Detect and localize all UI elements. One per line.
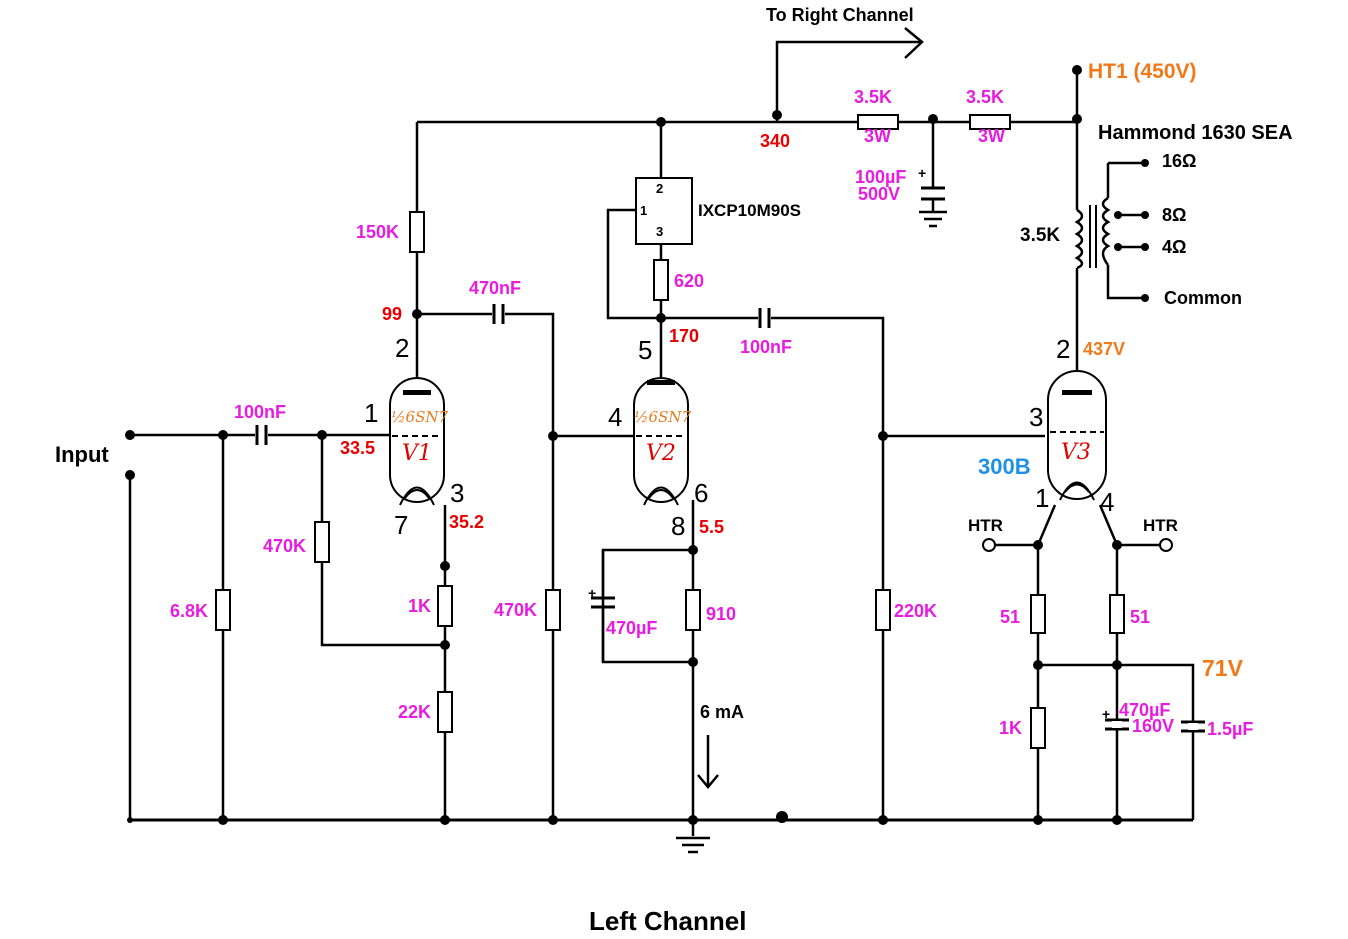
- v2-pin-8: 8: [671, 511, 685, 541]
- resistor-3k5-a: [857, 114, 899, 130]
- label-r-ccs: 620: [674, 271, 704, 291]
- tube-v1: [389, 377, 445, 506]
- htr-terminal-right: [1159, 538, 1173, 552]
- ccs-pin-2: 2: [656, 181, 663, 196]
- v2-pin-4: 4: [608, 402, 622, 432]
- tube-v3: [1047, 370, 1107, 501]
- resistor-910: [685, 589, 701, 631]
- label-r-cath-v2: 910: [706, 604, 736, 624]
- v2-label: V2: [646, 441, 676, 466]
- v2-cathode-voltage: 5.5: [699, 517, 724, 537]
- output-transformer: [1074, 196, 1111, 270]
- label-ccs: IXCP10M90S: [698, 201, 801, 220]
- resistor-22k: [437, 691, 453, 733]
- label-r-grid-v1: 470K: [263, 536, 306, 556]
- v1-pin-3: 3: [450, 478, 464, 508]
- label-r-plate-v1: 150K: [356, 222, 399, 242]
- label-htr-left: HTR: [968, 516, 1003, 535]
- resistor-51-right: [1109, 594, 1125, 634]
- label-r-fb: 22K: [398, 702, 431, 722]
- resistor-220k: [875, 589, 891, 631]
- v3-type: 300B: [978, 454, 1031, 479]
- label-r-6k8: 6.8K: [170, 601, 208, 621]
- resistor-1k-v1: [437, 585, 453, 627]
- label-c-film: 1.5µF: [1207, 719, 1253, 739]
- rail-voltage: 340: [760, 131, 790, 151]
- ccs-pin-1: 1: [640, 203, 647, 218]
- v3-pin-3: 3: [1029, 402, 1043, 432]
- resistor-1k-v3: [1030, 707, 1046, 749]
- label-c-filter-v: 500V: [858, 184, 900, 204]
- tap-4: 4Ω: [1162, 237, 1186, 257]
- resistor-620: [653, 259, 669, 301]
- label-r-grid-v3: 220K: [894, 601, 937, 621]
- resistor-470k-v1: [314, 521, 330, 563]
- label-r-htr-left: 51: [1000, 607, 1020, 627]
- v3-cathode-voltage: 71V: [1202, 655, 1244, 681]
- tap-8: 8Ω: [1162, 205, 1186, 225]
- v3-label: V3: [1061, 440, 1091, 465]
- v1-pin-7: 7: [394, 510, 408, 540]
- v3-pin-1: 1: [1035, 483, 1049, 513]
- label-r-ht-2-w: 3W: [978, 126, 1005, 146]
- label-r-ht-1-w: 3W: [864, 126, 891, 146]
- resistor-6k8: [215, 589, 231, 631]
- htr-terminal-left: [982, 538, 996, 552]
- v1-pin-1: 1: [364, 398, 378, 428]
- label-c-cath-v3: 470µF: [1119, 700, 1170, 720]
- label-r-grid-v2: 470K: [494, 600, 537, 620]
- v3-pin-4: 4: [1100, 487, 1114, 517]
- label-c-in: 100nF: [234, 402, 286, 422]
- resistor-3k5-b: [969, 114, 1011, 130]
- plus-sign: +: [918, 165, 926, 181]
- v2-plate-voltage: 170: [669, 326, 699, 346]
- ccs-pin-3: 3: [656, 224, 663, 239]
- v3-plate-voltage: 437V: [1083, 339, 1125, 359]
- label-r-cath-v3: 1K: [999, 718, 1022, 738]
- ht1-label: HT1 (450V): [1088, 60, 1197, 83]
- transformer-primary: 3.5K: [1020, 225, 1060, 246]
- label-c-couple-2: 100nF: [740, 337, 792, 357]
- right-channel-label: To Right Channel: [766, 5, 914, 25]
- resistors: [215, 114, 1125, 749]
- v2-pin-5: 5: [638, 335, 652, 365]
- input-label: Input: [55, 442, 109, 467]
- label-c-filter: 100µF: [855, 167, 906, 187]
- current-label: 6 mA: [700, 702, 744, 722]
- v1-grid-voltage: 33.5: [340, 438, 375, 458]
- junctions: [125, 65, 1149, 825]
- tube-v2: [633, 377, 689, 506]
- label-r-cath-v1: 1K: [408, 596, 431, 616]
- tap-common: Common: [1164, 288, 1242, 308]
- v2-type: ½6SN7: [634, 408, 691, 426]
- label-c-bypass-v2: 470µF: [606, 618, 657, 638]
- v1-plate-voltage: 99: [382, 304, 402, 324]
- transformer-name: Hammond 1630 SEA: [1098, 122, 1293, 144]
- v3-pin-2: 2: [1056, 334, 1070, 364]
- label-r-ht-1: 3.5K: [854, 87, 892, 107]
- label-htr-right: HTR: [1143, 516, 1178, 535]
- resistor-51-left: [1030, 594, 1046, 634]
- v2-pin-6: 6: [694, 478, 708, 508]
- v1-cathode-voltage: 35.2: [449, 512, 484, 532]
- label-r-ht-2: 3.5K: [966, 87, 1004, 107]
- plus-sign: +: [588, 585, 596, 601]
- diagram-title: Left Channel: [589, 906, 746, 936]
- ccs-regulator-box: [635, 177, 693, 245]
- tap-16: 16Ω: [1162, 151, 1196, 171]
- plus-sign: +: [1102, 706, 1110, 722]
- v1-label: V1: [402, 441, 432, 466]
- label-c-cath-v3-v: 160V: [1132, 716, 1174, 736]
- label-r-htr-right: 51: [1130, 607, 1150, 627]
- v1-pin-2: 2: [395, 333, 409, 363]
- resistor-150k: [409, 211, 425, 253]
- label-c-couple-1: 470nF: [469, 278, 521, 298]
- resistor-470k-v2: [545, 589, 561, 631]
- v1-type: ½6SN7: [391, 408, 448, 426]
